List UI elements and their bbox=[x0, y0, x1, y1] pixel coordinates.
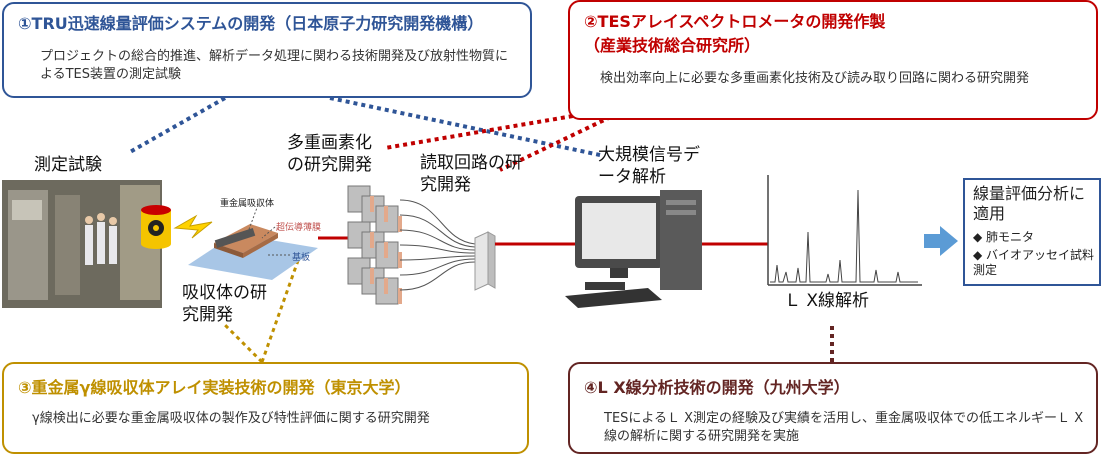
box2-org: （産業技術総合研究所） bbox=[584, 36, 761, 55]
label-heavy-metal: 重金属吸収体 bbox=[220, 199, 275, 209]
box2-title: ②TESアレイスペクトロメータの開発作製 bbox=[584, 12, 886, 31]
box4-desc: TESによるＬ X測定の経験及び実績を活用し、重金属吸収体での低エネルギーＬ X… bbox=[604, 411, 1084, 444]
label-data-analysis: 大規模信号データ解析 bbox=[598, 145, 700, 187]
box1-title: ①TRU迅速線量評価システムの開発（日本原子力研究開発機構） bbox=[18, 14, 484, 33]
box-tru-jaea: ①TRU迅速線量評価システムの開発（日本原子力研究開発機構） プロジェクトの総合… bbox=[2, 2, 532, 98]
label-superconducting-film: 超伝導薄膜 bbox=[276, 223, 322, 233]
spectrum-plot bbox=[767, 175, 922, 286]
lab-photo bbox=[2, 180, 162, 308]
result-box: 線量評価分析に適用 ◆ 肺モニタ ◆ バイオアッセイ試料測定 bbox=[963, 178, 1101, 286]
result-item-lung: ◆ 肺モニタ bbox=[973, 230, 1035, 244]
connector-box1-measurement bbox=[129, 96, 226, 154]
connector-box3-absorber bbox=[260, 254, 302, 363]
box1-desc: プロジェクトの総合的推進、解析データ処理に関わる技術開発及び放射性物質によるTE… bbox=[40, 49, 509, 82]
radiation-source-icon bbox=[141, 205, 171, 249]
label-multipixel-dev: 多重画素化の研究開発 bbox=[287, 133, 372, 175]
absorber-chip bbox=[188, 224, 318, 280]
box3-desc: γ線検出に必要な重金属吸収体の製作及び特性評価に関する研究開発 bbox=[32, 411, 430, 426]
label-lx-analysis: Ｌ X線解析 bbox=[784, 291, 870, 311]
label-readout-dev: 読取回路の研究開発 bbox=[420, 153, 522, 195]
box-lx-kyushu: ④L X線分析技術の開発（九州大学） TESによるＬ X測定の経験及び実績を活用… bbox=[568, 362, 1098, 454]
label-absorber-dev: 吸収体の研究開発 bbox=[182, 283, 267, 325]
label-measurement: 測定試験 bbox=[34, 155, 102, 175]
box4-title: ④L X線分析技術の開発（九州大学） bbox=[584, 378, 850, 397]
result-title: 線量評価分析に適用 bbox=[973, 184, 1086, 223]
computer-icon bbox=[565, 190, 702, 308]
connector-box2-readout bbox=[499, 108, 626, 172]
pixel-array bbox=[347, 185, 399, 305]
wires bbox=[399, 199, 476, 291]
connector-box1-data bbox=[329, 96, 601, 157]
box3-title: ③重金属γ線吸収体アレイ実装技術の開発（東京大学） bbox=[18, 378, 411, 397]
lightning-icon bbox=[173, 214, 213, 239]
box-absorber-utokyo: ③重金属γ線吸収体アレイ実装技術の開発（東京大学） γ線検出に必要な重金属吸収体… bbox=[2, 362, 529, 454]
box2-desc: 検出効率向上に必要な多重画素化技術及び読み取り回路に関わる研究開発 bbox=[600, 71, 1030, 86]
connector-box3-lab bbox=[223, 323, 264, 364]
readout-chip bbox=[474, 231, 496, 291]
box-tes-aist: ②TESアレイスペクトロメータの開発作製 （産業技術総合研究所） 検出効率向上に… bbox=[568, 0, 1098, 120]
result-item-bioassay: ◆ バイオアッセイ試料測定 bbox=[973, 248, 1095, 277]
label-substrate: 基板 bbox=[292, 253, 311, 263]
arrow-to-result bbox=[924, 226, 958, 256]
